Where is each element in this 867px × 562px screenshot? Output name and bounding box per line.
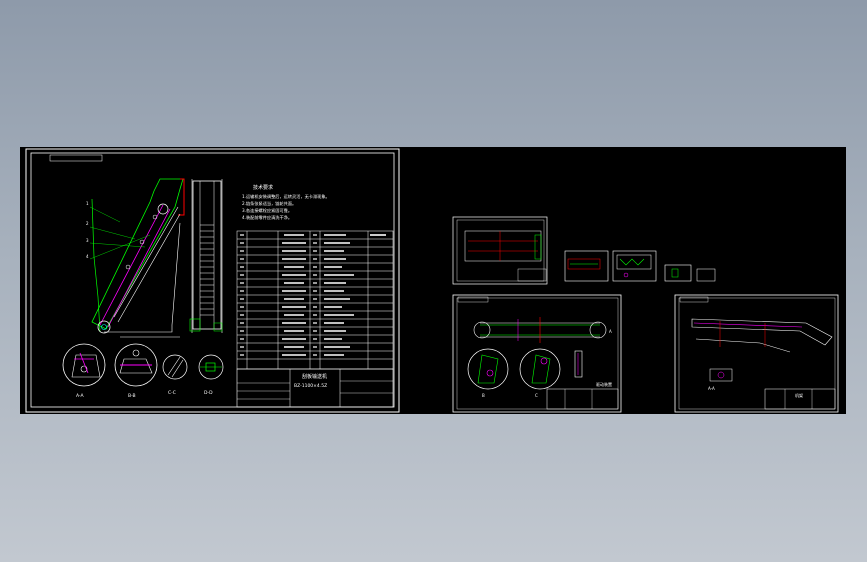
main-sheet: 1 2 3 4 技 xyxy=(25,148,400,413)
sheet-title: 驱动装置 xyxy=(596,381,612,387)
svg-text:2: 2 xyxy=(86,221,89,226)
drawing-code: BZ-1100×4.5Z xyxy=(294,383,327,389)
thumbnail-sheet-3[interactable] xyxy=(612,250,657,282)
drive-unit-sheet: A B C 驱动装置 xyxy=(452,294,622,413)
cad-drawing-viewport[interactable]: 1 2 3 4 技 xyxy=(20,147,846,414)
svg-text:1: 1 xyxy=(86,201,89,206)
technical-notes: 技术要求 1.运输机安装调整后，运转灵活，无卡滞现象。 2.链条张紧适当，链轮共… xyxy=(242,184,330,221)
notes-line: 1.运输机安装调整后，运转灵活，无卡滞现象。 xyxy=(242,193,330,200)
title-block: 刮板输送机 BZ-1100×4.5Z xyxy=(236,368,394,408)
section-label: C-C xyxy=(168,390,176,396)
section-label: D-D xyxy=(204,390,213,396)
view-label: A-A xyxy=(708,386,715,391)
section-label: A-A xyxy=(76,393,85,399)
section-label: B-B xyxy=(128,393,136,399)
view-label: A xyxy=(609,329,612,334)
thumbnail-sheet-2[interactable] xyxy=(564,250,609,282)
view-label: C xyxy=(535,393,538,398)
thumbnail-sheet-4[interactable] xyxy=(664,264,716,282)
svg-text:3: 3 xyxy=(86,238,89,243)
view-label: B xyxy=(482,393,485,398)
notes-line: 2.链条张紧适当，链轮共面。 xyxy=(242,200,296,207)
conveyor-end-view xyxy=(189,179,223,333)
notes-title: 技术要求 xyxy=(253,184,273,191)
cad-drawing: 1 2 3 4 技 xyxy=(25,148,839,413)
section-views: A-A B-B C-C D-D xyxy=(62,343,224,399)
drawing-name: 刮板输送机 xyxy=(302,373,327,380)
notes-line: 4.装配前零件应清洗干净。 xyxy=(242,214,292,221)
thumbnail-sheet-1[interactable] xyxy=(452,216,548,285)
frame-sheet: A-A 机架 xyxy=(674,294,839,413)
bom-table xyxy=(236,230,394,370)
conveyor-side-view: 1 2 3 4 xyxy=(86,178,185,338)
notes-line: 3.各连接螺栓应紧固可靠。 xyxy=(242,207,292,214)
sheet-title: 机架 xyxy=(795,392,803,398)
svg-text:4: 4 xyxy=(86,254,89,259)
